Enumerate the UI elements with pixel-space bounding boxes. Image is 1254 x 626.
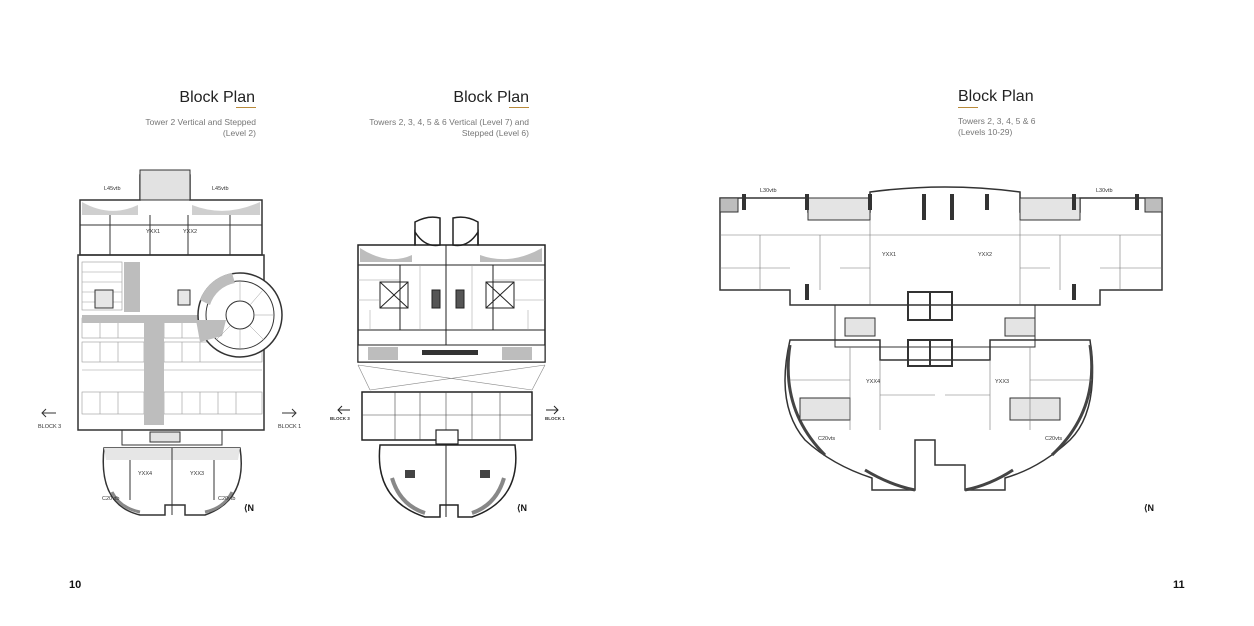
plan3-title: Block Plan (958, 88, 1034, 105)
plan3-label-top-right: L30vtb (1096, 188, 1113, 194)
plan1-label-unit3: YXX3 (190, 471, 204, 477)
plan3-label-bottom-right: C20vts (1045, 436, 1062, 442)
plan1-floor-plan (41, 169, 297, 516)
plan1-label-bottom-right: C20vtb (218, 496, 235, 502)
plan1-labels: L45vtb L45vtb YXX1 YXX2 YXX4 YXX3 C20vtb… (38, 186, 301, 502)
plan3-label-bottom-left: C20vts (818, 436, 835, 442)
north-label: N (1147, 503, 1155, 513)
plan1-label-unit4: YXX4 (138, 471, 152, 477)
page-number-right: 11 (1173, 579, 1185, 591)
plan1-label-top-right: L45vtb (212, 186, 229, 192)
plan3-subtitle-line2: (Levels 10-29) (958, 127, 1013, 137)
plan2-subtitle-line2: Stepped (Level 6) (461, 128, 529, 138)
plan1-label-bottom-left: C20vtb (102, 496, 119, 502)
plan1-title: Block Plan (179, 89, 255, 106)
north-label: N (520, 503, 528, 513)
plan2-title-underline (509, 107, 529, 108)
plan1-label-unit1: YXX1 (146, 229, 160, 235)
plan1-label-top-left: L45vtb (104, 186, 121, 192)
plan1-label-unit2: YXX2 (183, 229, 197, 235)
plan2-subtitle-line1: Towers 2, 3, 4, 5 & 6 Vertical (Level 7)… (369, 117, 529, 127)
plan1-title-underline (236, 107, 256, 108)
north-arrow-plan1: ⟨N (244, 503, 255, 513)
plan3-labels: L30vtb L30vtb YXX1 YXX2 YXX4 YXX3 C20vts… (760, 188, 1113, 442)
north-label: N (247, 503, 255, 513)
plan2-floor-plan (337, 216, 559, 518)
plan2-subtitle: Towers 2, 3, 4, 5 & 6 Vertical (Level 7)… (330, 117, 529, 139)
plan1-subtitle-line1: Tower 2 Vertical and Stepped (145, 117, 256, 127)
plan3-label-unit3: YXX3 (995, 379, 1009, 385)
north-arrow-plan3: ⟨N (1144, 503, 1155, 513)
plan3-floor-plan (719, 186, 1163, 492)
plan2-title: Block Plan (453, 89, 529, 106)
plan2-labels: BLOCK 3 BLOCK 1 (330, 416, 565, 421)
plan1-subtitle: Tower 2 Vertical and Stepped (Level 2) (100, 117, 256, 139)
plan1-label-block-right: BLOCK 1 (278, 424, 301, 430)
plan3-label-top-left: L30vtb (760, 188, 777, 194)
page-number-left: 10 (69, 579, 82, 591)
plan2-label-block-left: BLOCK 3 (330, 416, 350, 421)
plan3-label-unit1: YXX1 (882, 252, 896, 258)
plan3-subtitle-line1: Towers 2, 3, 4, 5 & 6 (958, 116, 1036, 126)
plan2-label-block-right: BLOCK 1 (545, 416, 565, 421)
plan3-label-unit4: YXX4 (866, 379, 880, 385)
plan3-label-unit2: YXX2 (978, 252, 992, 258)
plan3-subtitle: Towers 2, 3, 4, 5 & 6 (Levels 10-29) (958, 116, 1035, 138)
plan1-label-block-left: BLOCK 3 (38, 424, 61, 430)
plan3-title-underline (958, 107, 978, 108)
plan1-subtitle-line2: (Level 2) (222, 128, 256, 138)
north-arrow-plan2: ⟨N (517, 503, 528, 513)
